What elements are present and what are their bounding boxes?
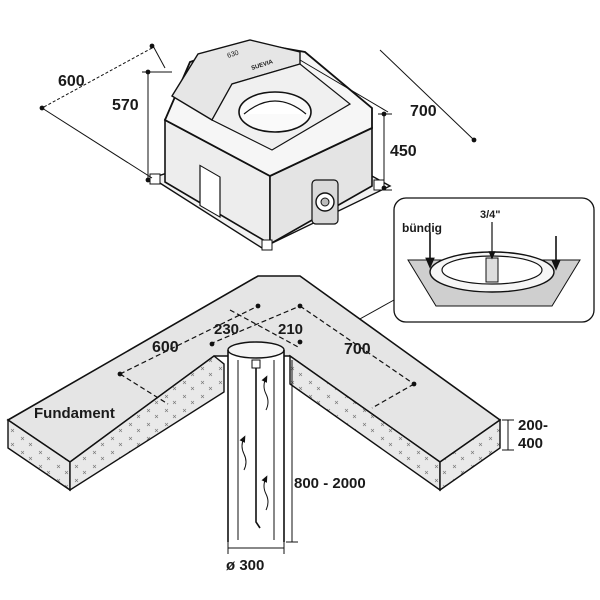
dim-height-top: 570 [112,97,139,114]
airflow-arrow [261,375,269,411]
dim-foundation-left: 600 [152,339,179,356]
airflow-arrow [239,435,247,471]
airflow-arrow [261,475,269,511]
foundation-label: Fundament [34,405,115,422]
dim-pipe-depth: 800 - 2000 [294,475,366,492]
fitting-size-label: 3/4" [480,209,501,221]
dim-foundation-right: 700 [344,341,371,358]
device-side-window [199,164,221,218]
dim-width-top: 600 [58,73,85,90]
device-dimension-lines [41,43,475,191]
dim-pipe-diameter: ø 300 [226,557,264,574]
foundation-guide-lines [119,305,415,409]
frost-protection-pipe [227,341,285,542]
dim-thickness-b: 400 [518,435,543,452]
device-foot [261,239,273,251]
dim-gap-right: 210 [278,321,303,338]
flush-label: bündig [402,221,442,235]
dim-height-side: 450 [390,143,417,160]
dim-gap-left: 230 [214,321,239,338]
drinking-bowl-dome [243,100,307,115]
foundation-inner-left-face [69,355,225,492]
flush-detail-inset: bündig 3/4" [393,197,595,323]
water-supply-line [255,362,261,529]
device-foot [149,173,161,185]
foundation-slab [6,275,502,492]
water-trough-device: 630 SUEVIA [149,39,392,251]
dim-depth-top: 700 [410,103,437,120]
pipe-top-opening [227,341,285,359]
foundation-right-end-face [439,418,501,492]
model-number-label: 630 [226,50,239,60]
dim-thickness-a: 200- [518,417,548,434]
inset-fitting [485,257,499,283]
